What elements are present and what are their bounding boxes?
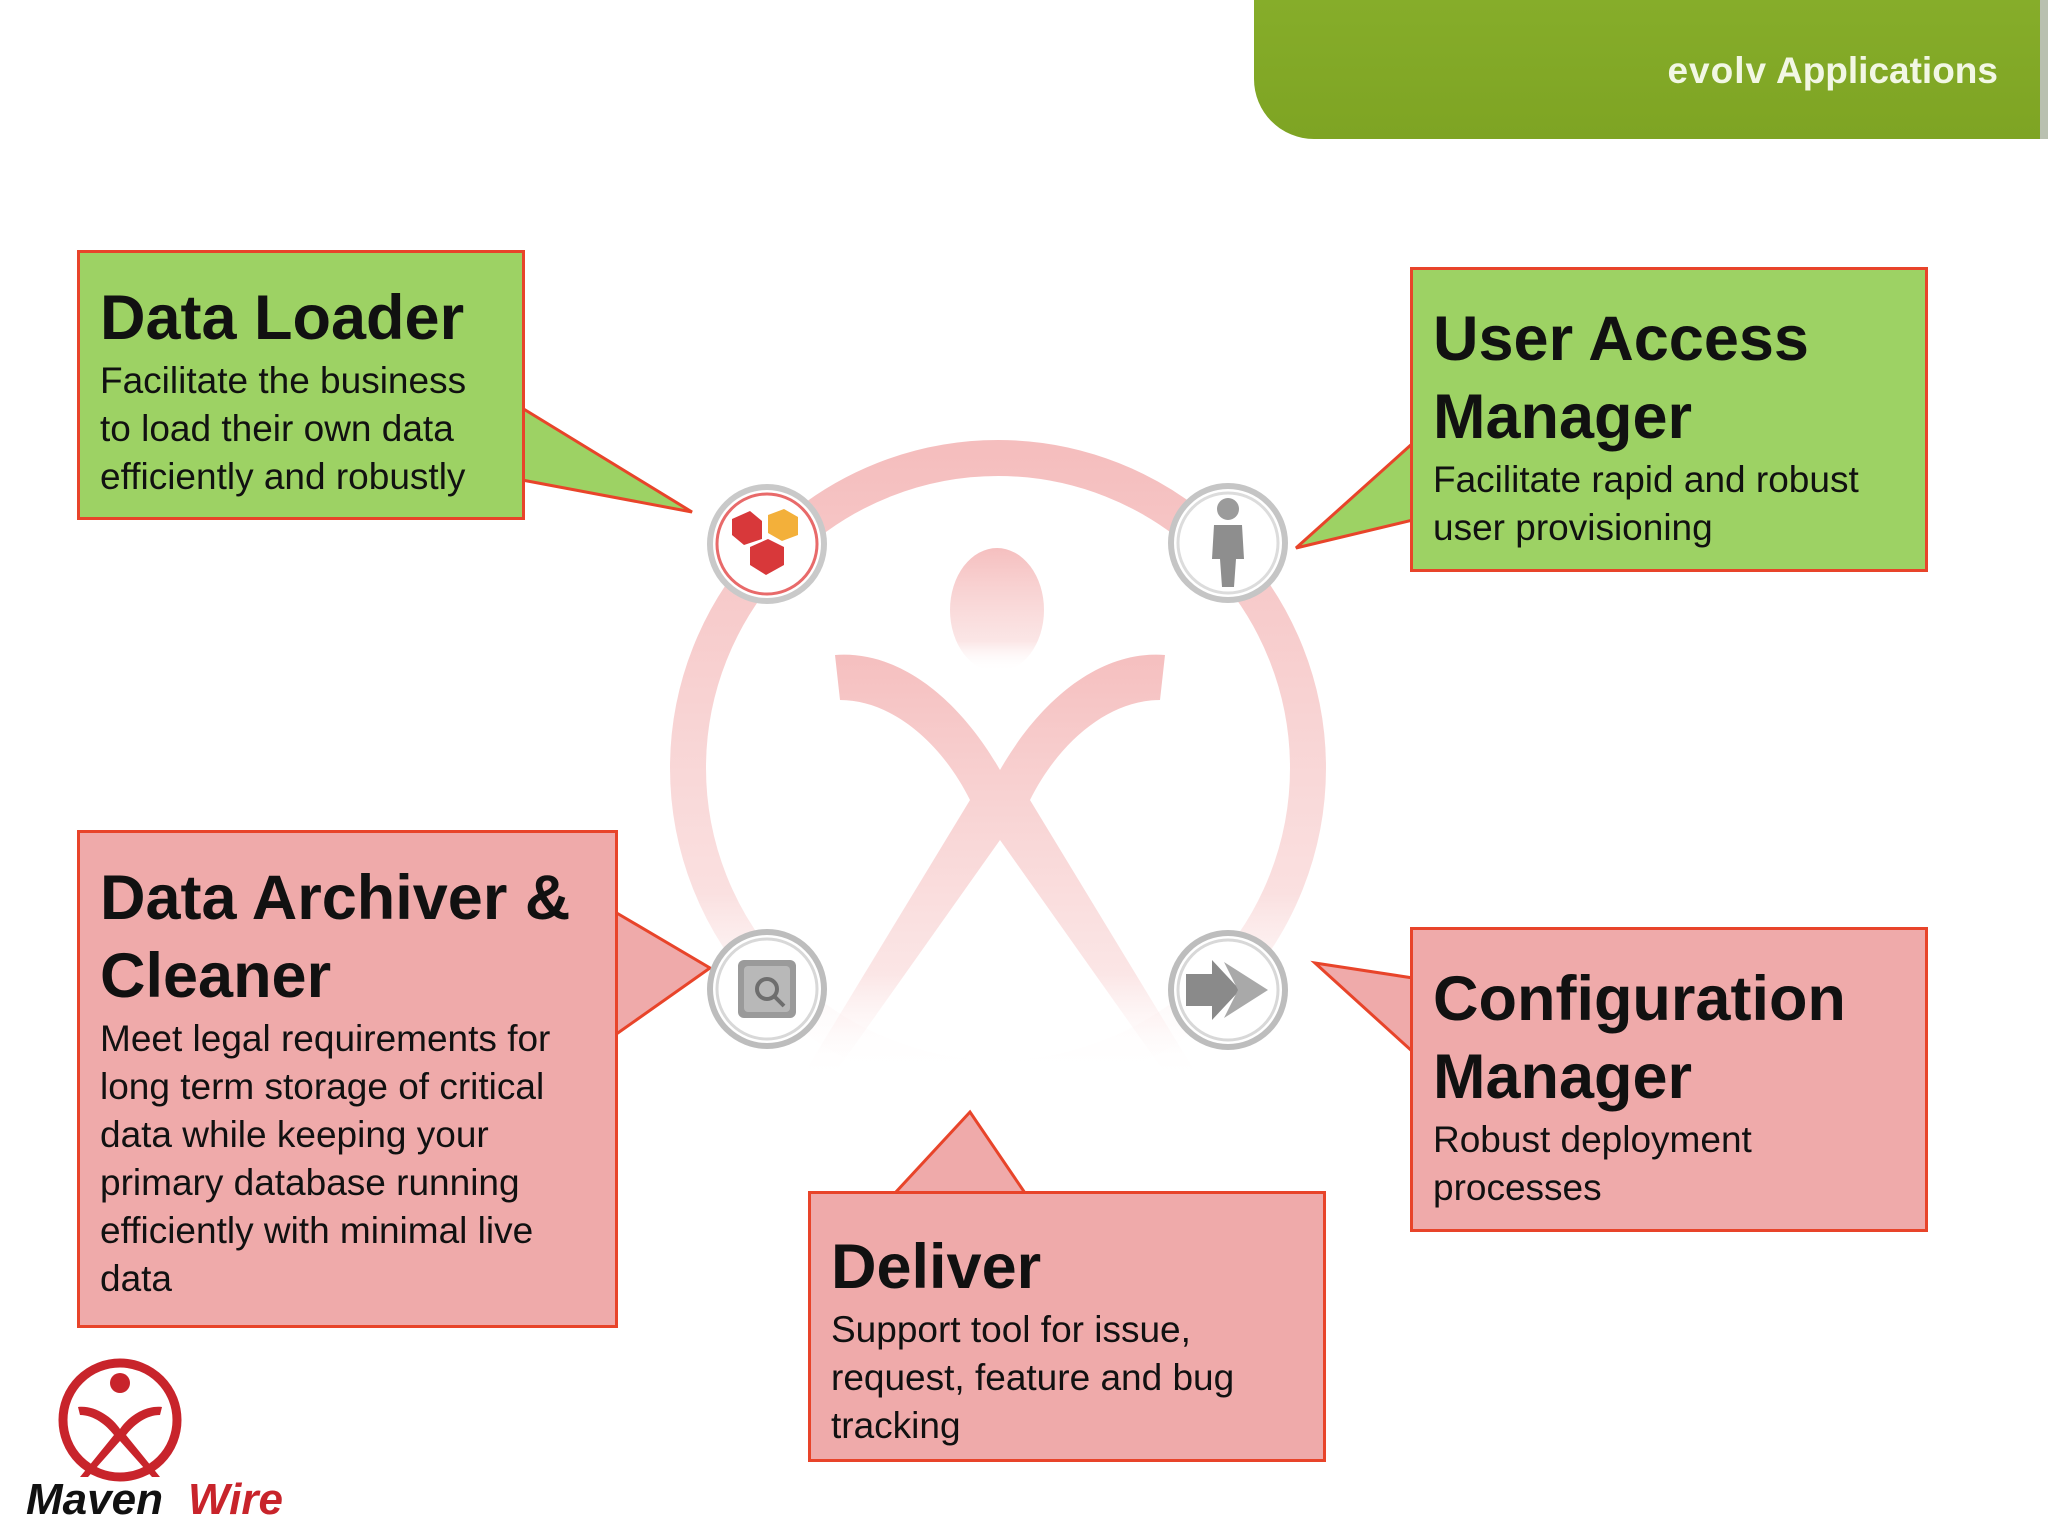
pointer-archiver (613, 909, 713, 1038)
deliver-title: Deliver (831, 1232, 1042, 1302)
brand-title: evolv Applications (1667, 50, 1998, 92)
forward-arrows-icon[interactable] (1164, 926, 1292, 1054)
pointer-user-access (1294, 439, 1415, 550)
brand-rest: Applications (1767, 50, 1998, 91)
banner-edge (2040, 0, 2048, 139)
pointer-deliver (891, 1109, 1028, 1195)
logo-maven-text: Maven (26, 1475, 163, 1524)
config-title: Configuration Manager (1433, 964, 1846, 1112)
configuration-manager-box: Configuration Manager Robust deployment … (1410, 927, 1928, 1232)
mavenwire-logo: Maven Wire (26, 1358, 283, 1524)
logo-wire-text: Wire (188, 1475, 283, 1524)
cubes-icon[interactable] (704, 481, 830, 607)
config-text: Robust deployment processes (1433, 1119, 1752, 1208)
data-loader-text: Facilitate the business to load their ow… (100, 360, 467, 497)
pointer-config (1310, 960, 1415, 1056)
data-loader-box: Data Loader Facilitate the business to l… (77, 250, 525, 520)
user-access-title: User Access Manager (1433, 304, 1809, 452)
deliver-box: Deliver Support tool for issue, request,… (808, 1191, 1326, 1462)
pointer-data-loader (520, 405, 693, 514)
brand-bold: evolv (1667, 50, 1768, 91)
archiver-title: Data Archiver & Cleaner (100, 863, 571, 1011)
data-archiver-box: Data Archiver & Cleaner Meet legal requi… (77, 830, 618, 1328)
person-icon[interactable] (1164, 479, 1292, 607)
data-loader-title: Data Loader (100, 283, 465, 353)
safe-icon[interactable] (704, 926, 830, 1052)
user-access-text: Facilitate rapid and robust user provisi… (1433, 459, 1859, 548)
deliver-text: Support tool for issue, request, feature… (831, 1309, 1235, 1446)
header-banner: evolv Applications (1254, 0, 2048, 139)
archiver-text: Meet legal requirements for long term st… (100, 1018, 551, 1299)
user-access-manager-box: User Access Manager Facilitate rapid and… (1410, 267, 1928, 572)
